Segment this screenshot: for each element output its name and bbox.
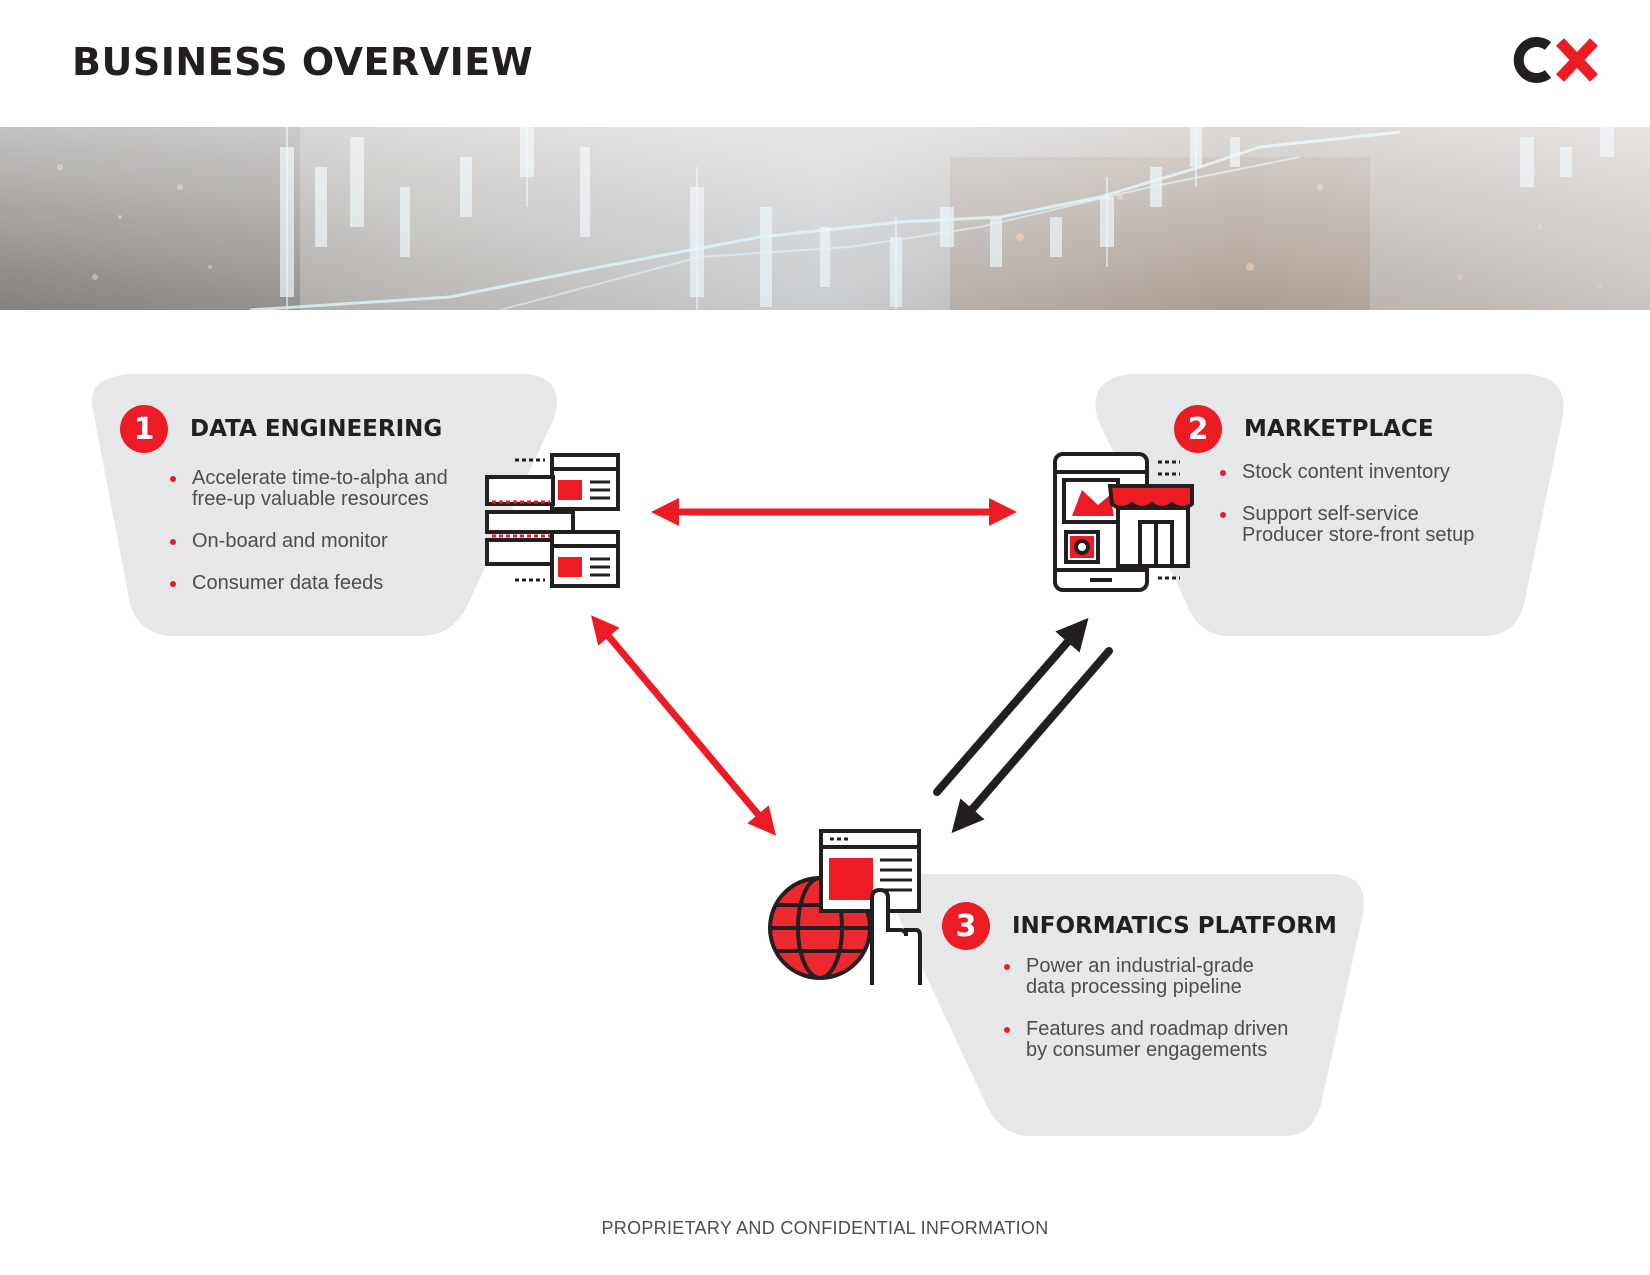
list-item: Stock content inventory bbox=[1220, 462, 1520, 483]
server-stack-icon bbox=[485, 453, 620, 588]
step-number-badge: 2 bbox=[1174, 405, 1222, 453]
footer-confidential-notice: PROPRIETARY AND CONFIDENTIAL INFORMATION bbox=[601, 1218, 1049, 1238]
marketplace-bullets: Stock content inventory Support self-ser… bbox=[1220, 462, 1520, 567]
block-data-engineering-header: 1 DATA ENGINEERING bbox=[120, 405, 442, 453]
informatics-platform-bullets: Power an industrial-grade data processin… bbox=[1004, 956, 1324, 1082]
list-item: Accelerate time-to-alpha and free-up val… bbox=[170, 468, 470, 510]
cx-logo bbox=[1513, 37, 1598, 83]
list-item: Support self-service Producer store-fron… bbox=[1220, 504, 1520, 546]
panel-data-engineering bbox=[91, 374, 557, 636]
block-informatics-platform-header: 3 INFORMATICS PLATFORM bbox=[942, 902, 1337, 950]
arrow-data-engineering-informatics bbox=[591, 615, 776, 836]
block-title: DATA ENGINEERING bbox=[190, 416, 443, 442]
step-number-badge: 3 bbox=[942, 902, 990, 950]
globe-web-touch-icon bbox=[768, 829, 922, 985]
block-marketplace-header: 2 MARKETPLACE bbox=[1174, 405, 1434, 453]
header-banner-image bbox=[0, 127, 1650, 310]
list-item: Features and roadmap driven by consumer … bbox=[1004, 1019, 1324, 1061]
arrow-marketplace-to-informatics bbox=[951, 647, 1113, 834]
mobile-storefront-icon bbox=[1053, 452, 1194, 592]
list-item: Power an industrial-grade data processin… bbox=[1004, 956, 1324, 998]
panel-informatics-platform bbox=[894, 874, 1364, 1136]
list-item: On-board and monitor bbox=[170, 531, 470, 552]
step-number-badge: 1 bbox=[120, 405, 168, 453]
block-title: INFORMATICS PLATFORM bbox=[1012, 913, 1337, 939]
page-title: BUSINESS OVERVIEW bbox=[72, 40, 534, 84]
arrow-informatics-to-marketplace bbox=[933, 617, 1089, 796]
list-item: Consumer data feeds bbox=[170, 573, 470, 594]
block-title: MARKETPLACE bbox=[1244, 416, 1434, 442]
data-engineering-bullets: Accelerate time-to-alpha and free-up val… bbox=[170, 468, 470, 615]
